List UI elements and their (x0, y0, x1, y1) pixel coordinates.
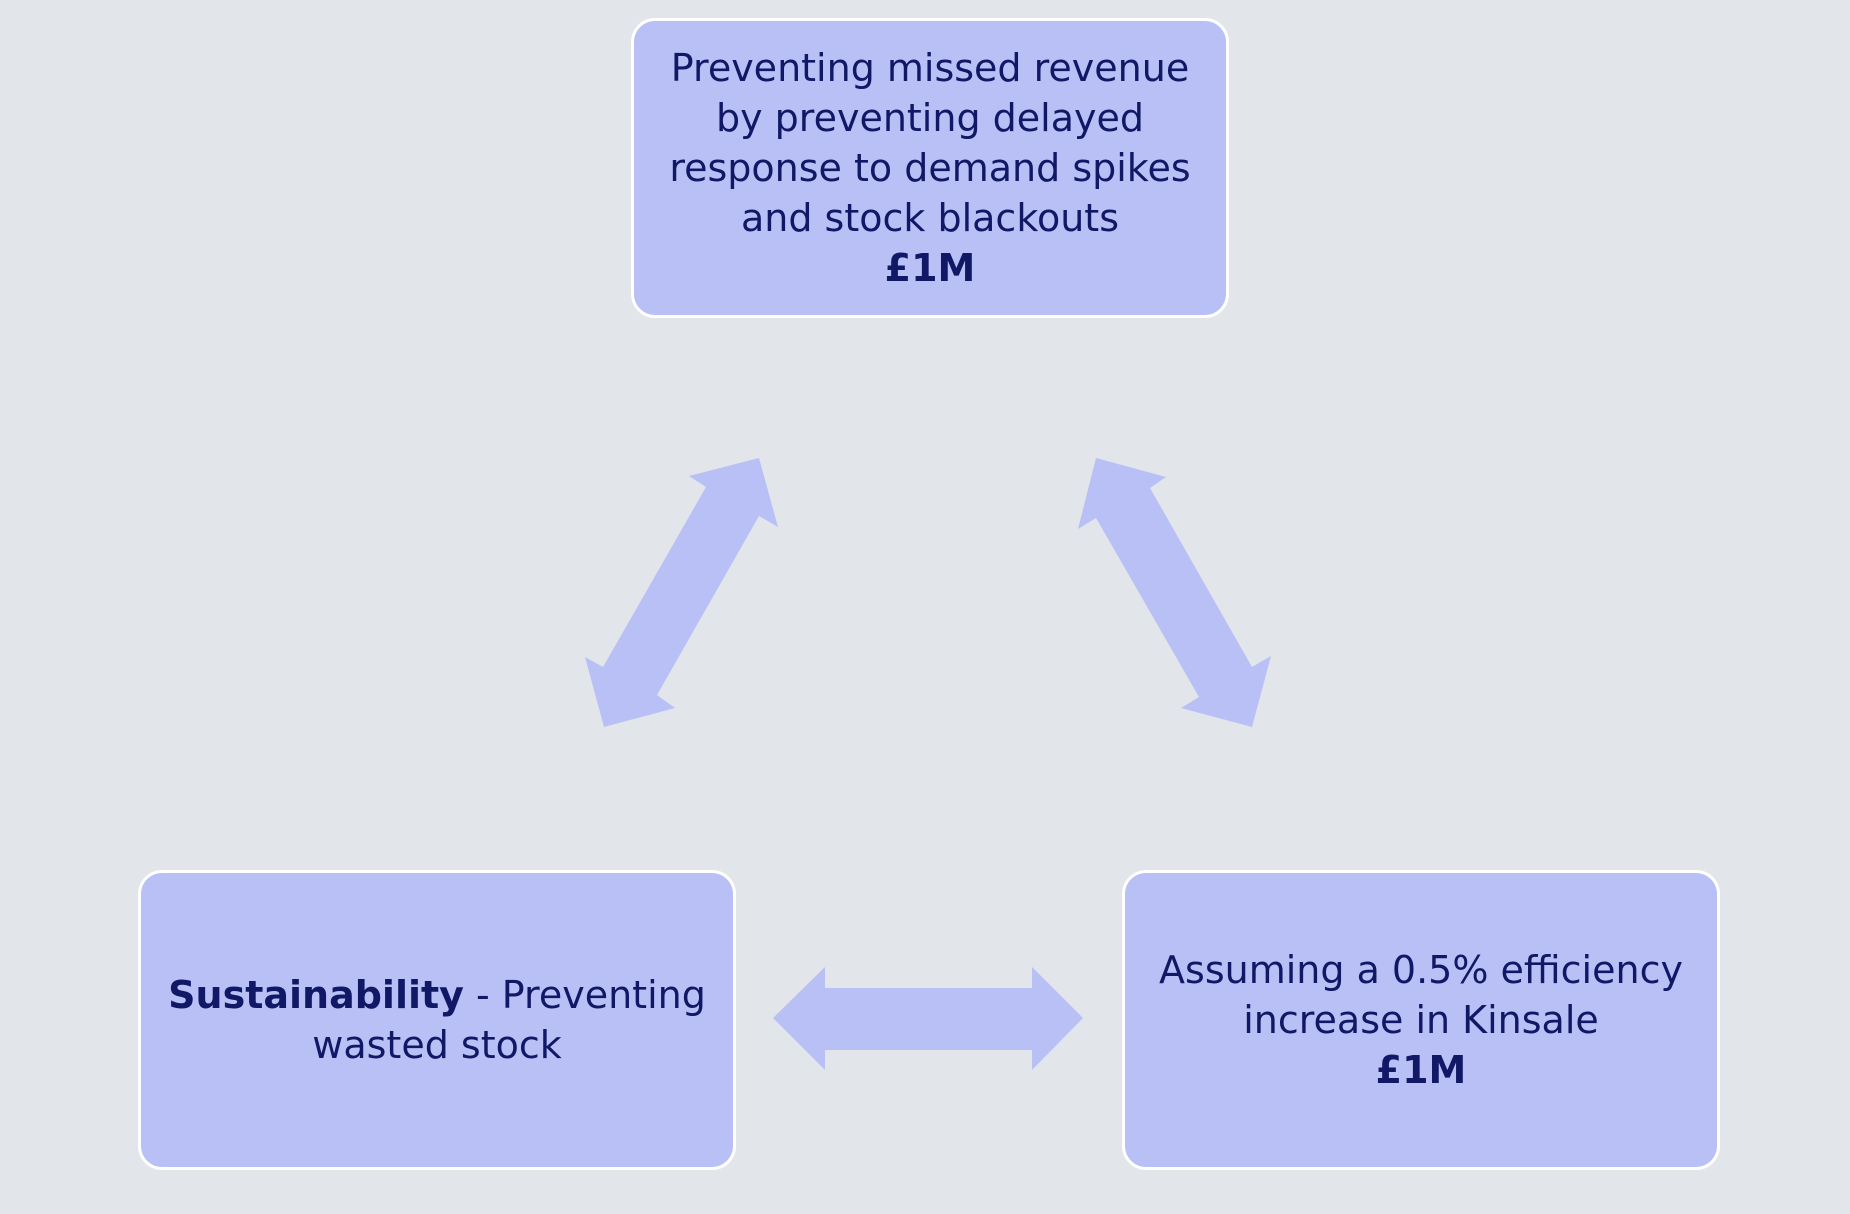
node-efficiency: Assuming a 0.5% efficiency increase in K… (1122, 870, 1720, 1170)
node-sustainability-text: - Preventing (463, 973, 706, 1017)
node-efficiency-line-2: increase in Kinsale (1243, 998, 1599, 1042)
double-arrow-right-top (1078, 458, 1271, 727)
node-revenue-line-2: by preventing delayed (715, 96, 1144, 140)
node-efficiency-value: £1M (1375, 1048, 1467, 1092)
node-sustainability-heading: Sustainability (168, 973, 464, 1017)
node-revenue: Preventing missed revenue by preventing … (631, 18, 1229, 318)
node-revenue-value: £1M (884, 246, 976, 290)
node-sustainability-line-1: Sustainability - Preventing (168, 970, 706, 1020)
node-sustainability-line-2: wasted stock (312, 1023, 562, 1067)
node-revenue-line-1: Preventing missed revenue (670, 46, 1190, 90)
node-sustainability: Sustainability - Preventing wasted stock (138, 870, 736, 1170)
double-arrow-left-top (585, 458, 778, 727)
node-efficiency-line-1: Assuming a 0.5% efficiency (1159, 948, 1683, 992)
double-arrow-bottom (773, 967, 1083, 1070)
node-revenue-line-3: response to demand spikes (669, 146, 1191, 190)
node-revenue-line-4: and stock blackouts (740, 196, 1120, 240)
